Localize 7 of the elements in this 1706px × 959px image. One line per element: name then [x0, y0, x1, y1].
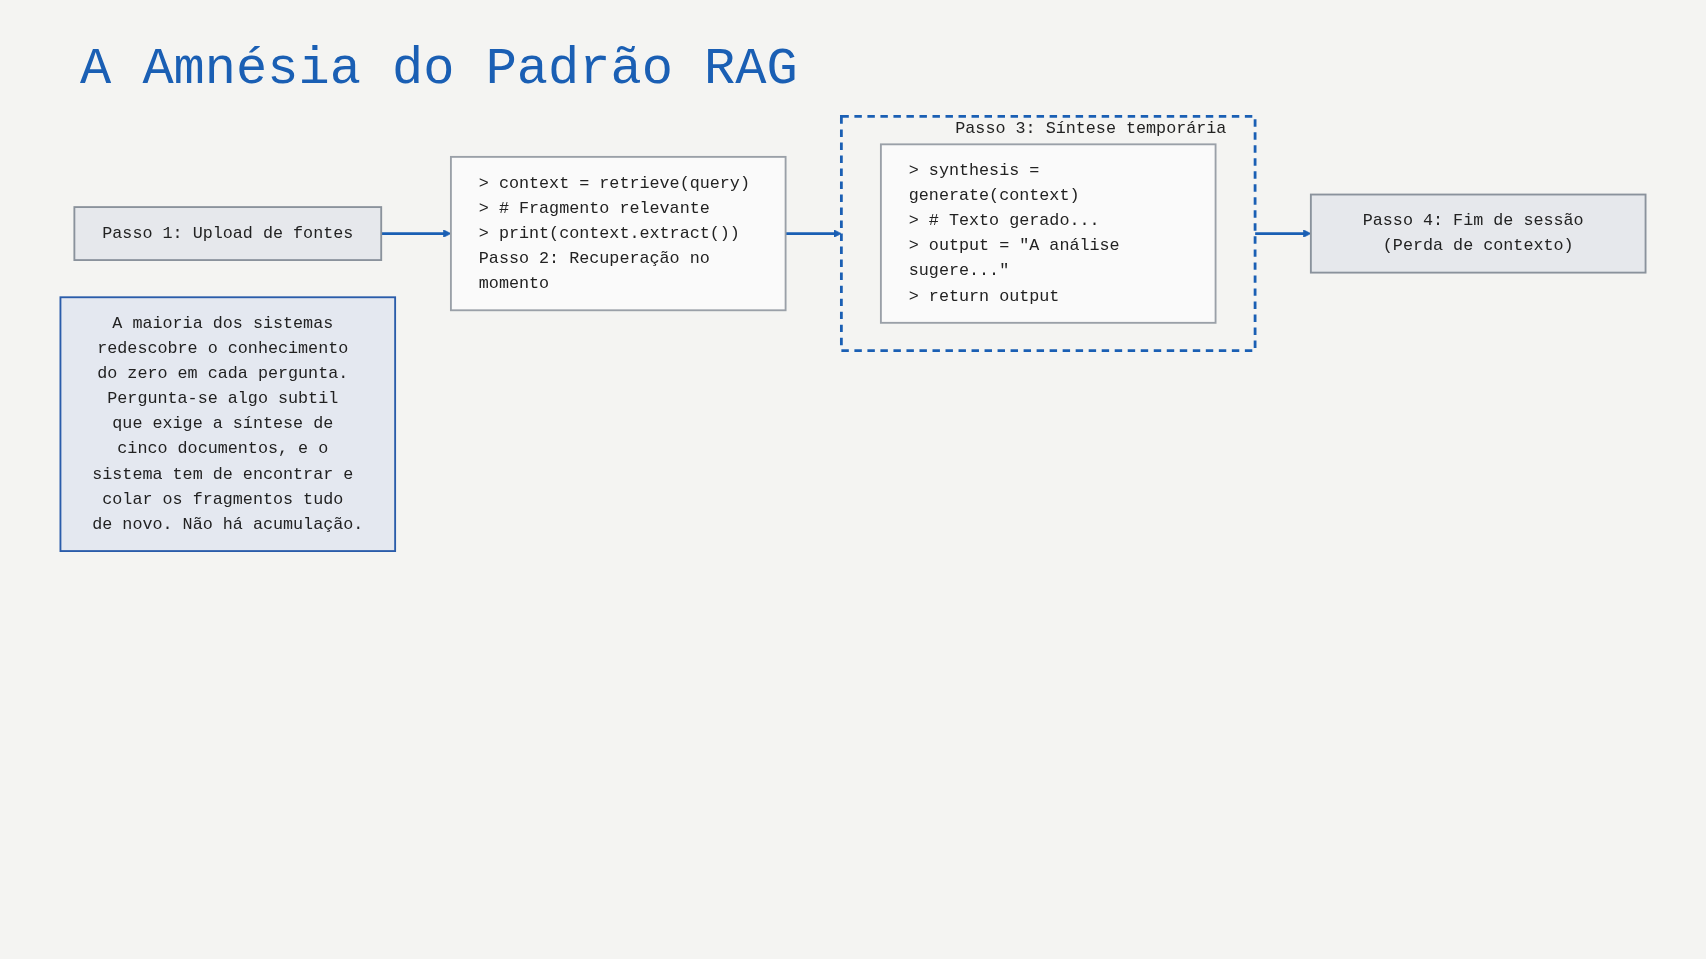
node-box: Passo 4: Fim de sessão (Perda de contexto): [1309, 193, 1647, 274]
node-box: A maioria dos sistemas redescobre o conhecimento do zero em cada pergunta. Pergunta-se algo subtil que exige a síntese de cinco documentos, e o sistema tem de encontrar e colar os fragmentos tudo de novo. Não há acumulação.: [59, 296, 397, 552]
title: A Amnésia do Padrão RAG: [80, 40, 799, 99]
arrow: [785, 229, 842, 238]
node-box: > synthesis = generate(context) > # Texto gerado... > output = "A análise sugere..." > return output: [879, 143, 1217, 324]
node-box: Passo 1: Upload de fontes: [73, 206, 383, 261]
node-box: > context = retrieve(query) > # Fragmento relevante > print(context.extract()) Passo 2: Recuperação no momento: [450, 155, 787, 312]
